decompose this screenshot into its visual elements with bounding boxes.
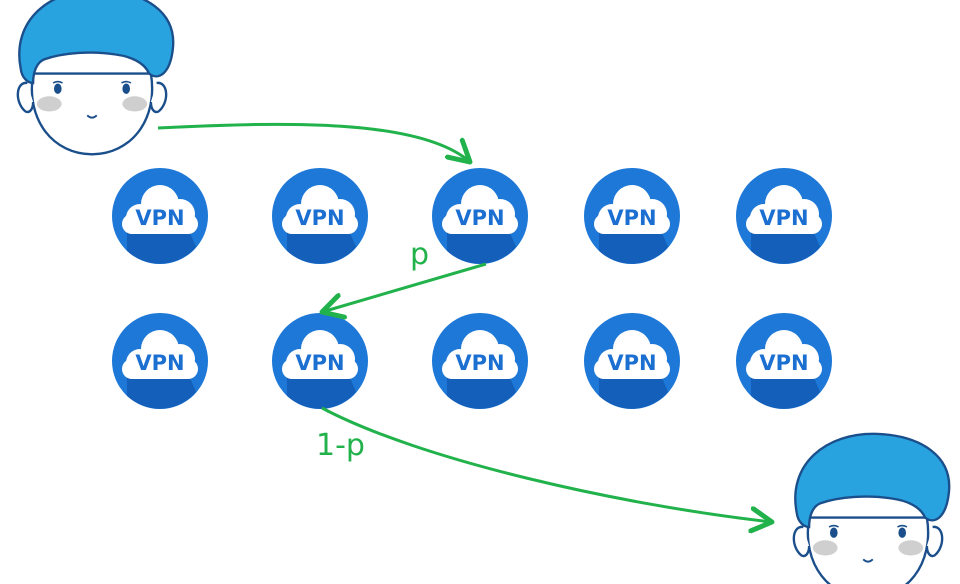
receiver-avatar [792,432,951,584]
vpn-node-6: VPN [112,313,208,409]
vpn-node-8: VPN [432,313,528,409]
vpn-node-label: VPN [455,206,504,230]
arrow-vpn-to-receiver [321,406,772,522]
edge-label-1-p: 1-p [316,428,365,463]
vpn-node-1: VPN [112,168,208,264]
vpn-node-4: VPN [584,168,680,264]
vpn-node-label: VPN [759,206,808,230]
vpn-node-label: VPN [135,351,184,375]
edge-label-p: p [410,237,429,272]
vpn-node-3: VPN [432,168,528,264]
vpn-node-label: VPN [295,351,344,375]
vpn-node-label: VPN [759,351,808,375]
vpn-node-label: VPN [607,206,656,230]
vpn-node-7: VPN [272,313,368,409]
vpn-node-2: VPN [272,168,368,264]
vpn-node-9: VPN [584,313,680,409]
vpn-node-label: VPN [295,206,344,230]
vpn-node-label: VPN [455,351,504,375]
vpn-node-label: VPN [135,206,184,230]
arrow-sender-to-vpn [157,122,470,162]
arrow-vpn-to-vpn [322,262,487,312]
sender-avatar [16,0,175,156]
vpn-node-10: VPN [736,313,832,409]
vpn-node-5: VPN [736,168,832,264]
vpn-node-label: VPN [607,351,656,375]
